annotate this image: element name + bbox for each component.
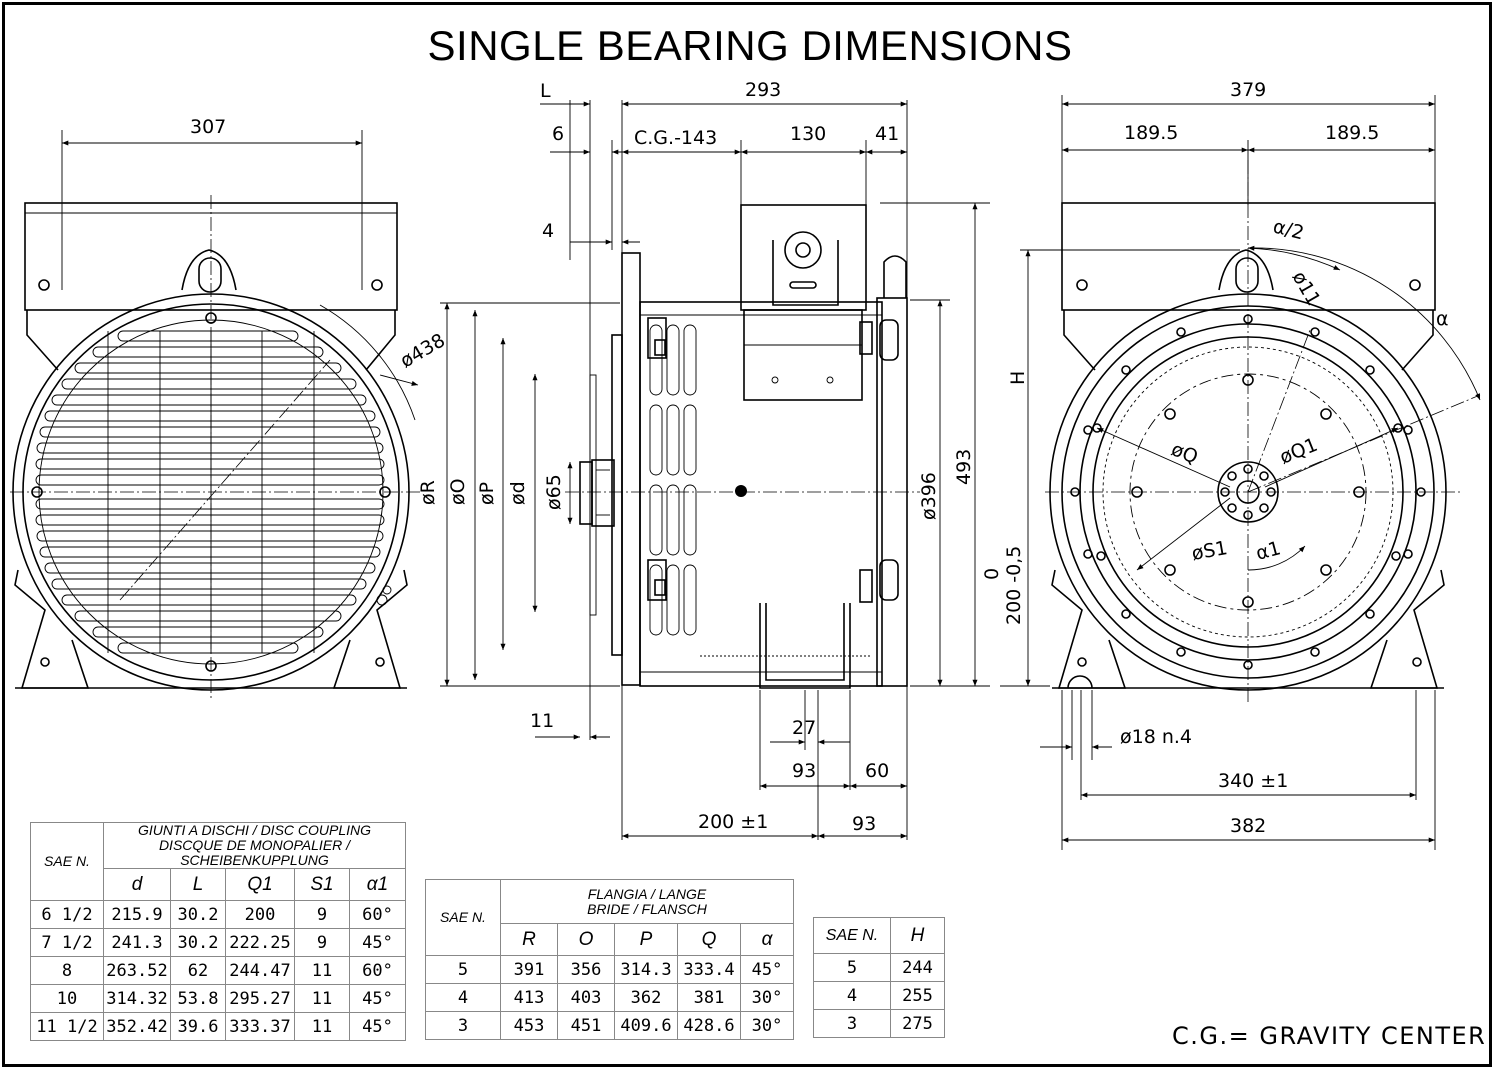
col-header: α [740, 923, 794, 956]
disc-coupling-table: SAE N. GIUNTI A DISCHI / DISC COUPLING D… [30, 822, 406, 1041]
sae-header: SAE N. [30, 822, 104, 901]
side-vent-slots [649, 324, 697, 636]
front-view: 307 ø438 øR øO øP ød [10, 116, 620, 700]
side-view: L 293 6 C.G.-143 130 41 4 [530, 79, 990, 840]
dim-tol-0: 0 [981, 568, 1003, 580]
dim-half-left: 189.5 [1124, 122, 1178, 144]
dim-dia-11: ø11 [1288, 268, 1325, 310]
dim-dia-s1: øS1 [1190, 537, 1229, 565]
col-header: L [170, 868, 226, 901]
dim-alpha-1: α1 [1254, 537, 1283, 565]
dim-half-right: 189.5 [1325, 122, 1379, 144]
dim-11: 11 [530, 710, 554, 732]
dim-382: 382 [1230, 815, 1266, 837]
dim-dia-65: ø65 [543, 474, 565, 510]
dim-6: 6 [552, 123, 564, 145]
col-header: SAE N. [813, 917, 891, 954]
dim-93-a: 93 [792, 760, 816, 782]
dim-side-overall: 293 [745, 79, 781, 101]
dim-rear-overall: 379 [1230, 79, 1266, 101]
dim-dia-o: øO [447, 478, 469, 505]
col-header: Q1 [225, 868, 295, 901]
flange-table: SAE N. FLANGIA / LANGE BRIDE / FLANSCH R… [425, 879, 794, 1040]
dim-dia-r: øR [417, 480, 439, 505]
sae-header: SAE N. [425, 879, 501, 956]
dim-h: H [1007, 371, 1029, 385]
col-header: H [890, 917, 945, 954]
flange-group-header: FLANGIA / LANGE BRIDE / FLANSCH [500, 879, 794, 924]
rear-view: 379 189.5 189.5 [981, 79, 1481, 850]
dim-dia-q: øQ [1168, 438, 1201, 468]
col-header: S1 [294, 868, 350, 901]
dim-340: 340 ±1 [1218, 770, 1288, 792]
dim-front-width: 307 [190, 116, 226, 138]
dim-alpha: α [1436, 308, 1449, 330]
dim-60: 60 [865, 760, 889, 782]
col-header: α1 [349, 868, 406, 901]
dim-dia-q1: øQ1 [1277, 434, 1321, 469]
disc-coupling-group-header: GIUNTI A DISCHI / DISC COUPLING DISCQUE … [103, 822, 406, 869]
dim-130: 130 [790, 123, 826, 145]
gravity-center-marker [735, 485, 747, 497]
gravity-center-note: C.G.= GRAVITY CENTER [1172, 1022, 1487, 1050]
col-header: d [103, 868, 171, 901]
dim-41: 41 [875, 123, 899, 145]
col-header: Q [677, 923, 741, 956]
dim-93-b: 93 [852, 813, 876, 835]
dim-dia-438: ø438 [397, 329, 449, 372]
dim-27: 27 [792, 717, 816, 739]
dim-tol-200: 200 -0,5 [1003, 546, 1025, 625]
dim-dia-p: øP [476, 482, 498, 505]
dim-dia-396: ø396 [918, 472, 940, 520]
col-header: O [557, 923, 615, 956]
col-header: P [614, 923, 678, 956]
dim-4: 4 [542, 220, 554, 242]
dim-cg: C.G.-143 [634, 127, 717, 149]
dim-493: 493 [953, 449, 975, 485]
dim-alpha-half: α/2 [1271, 216, 1306, 245]
dim-200: 200 ±1 [698, 811, 768, 833]
dim-l: L [540, 80, 551, 102]
dim-dia-d: ød [507, 481, 529, 505]
col-header: R [500, 923, 558, 956]
dim-holes: ø18 n.4 [1120, 726, 1192, 748]
drawing-title: SINGLE BEARING DIMENSIONS [427, 22, 1073, 69]
